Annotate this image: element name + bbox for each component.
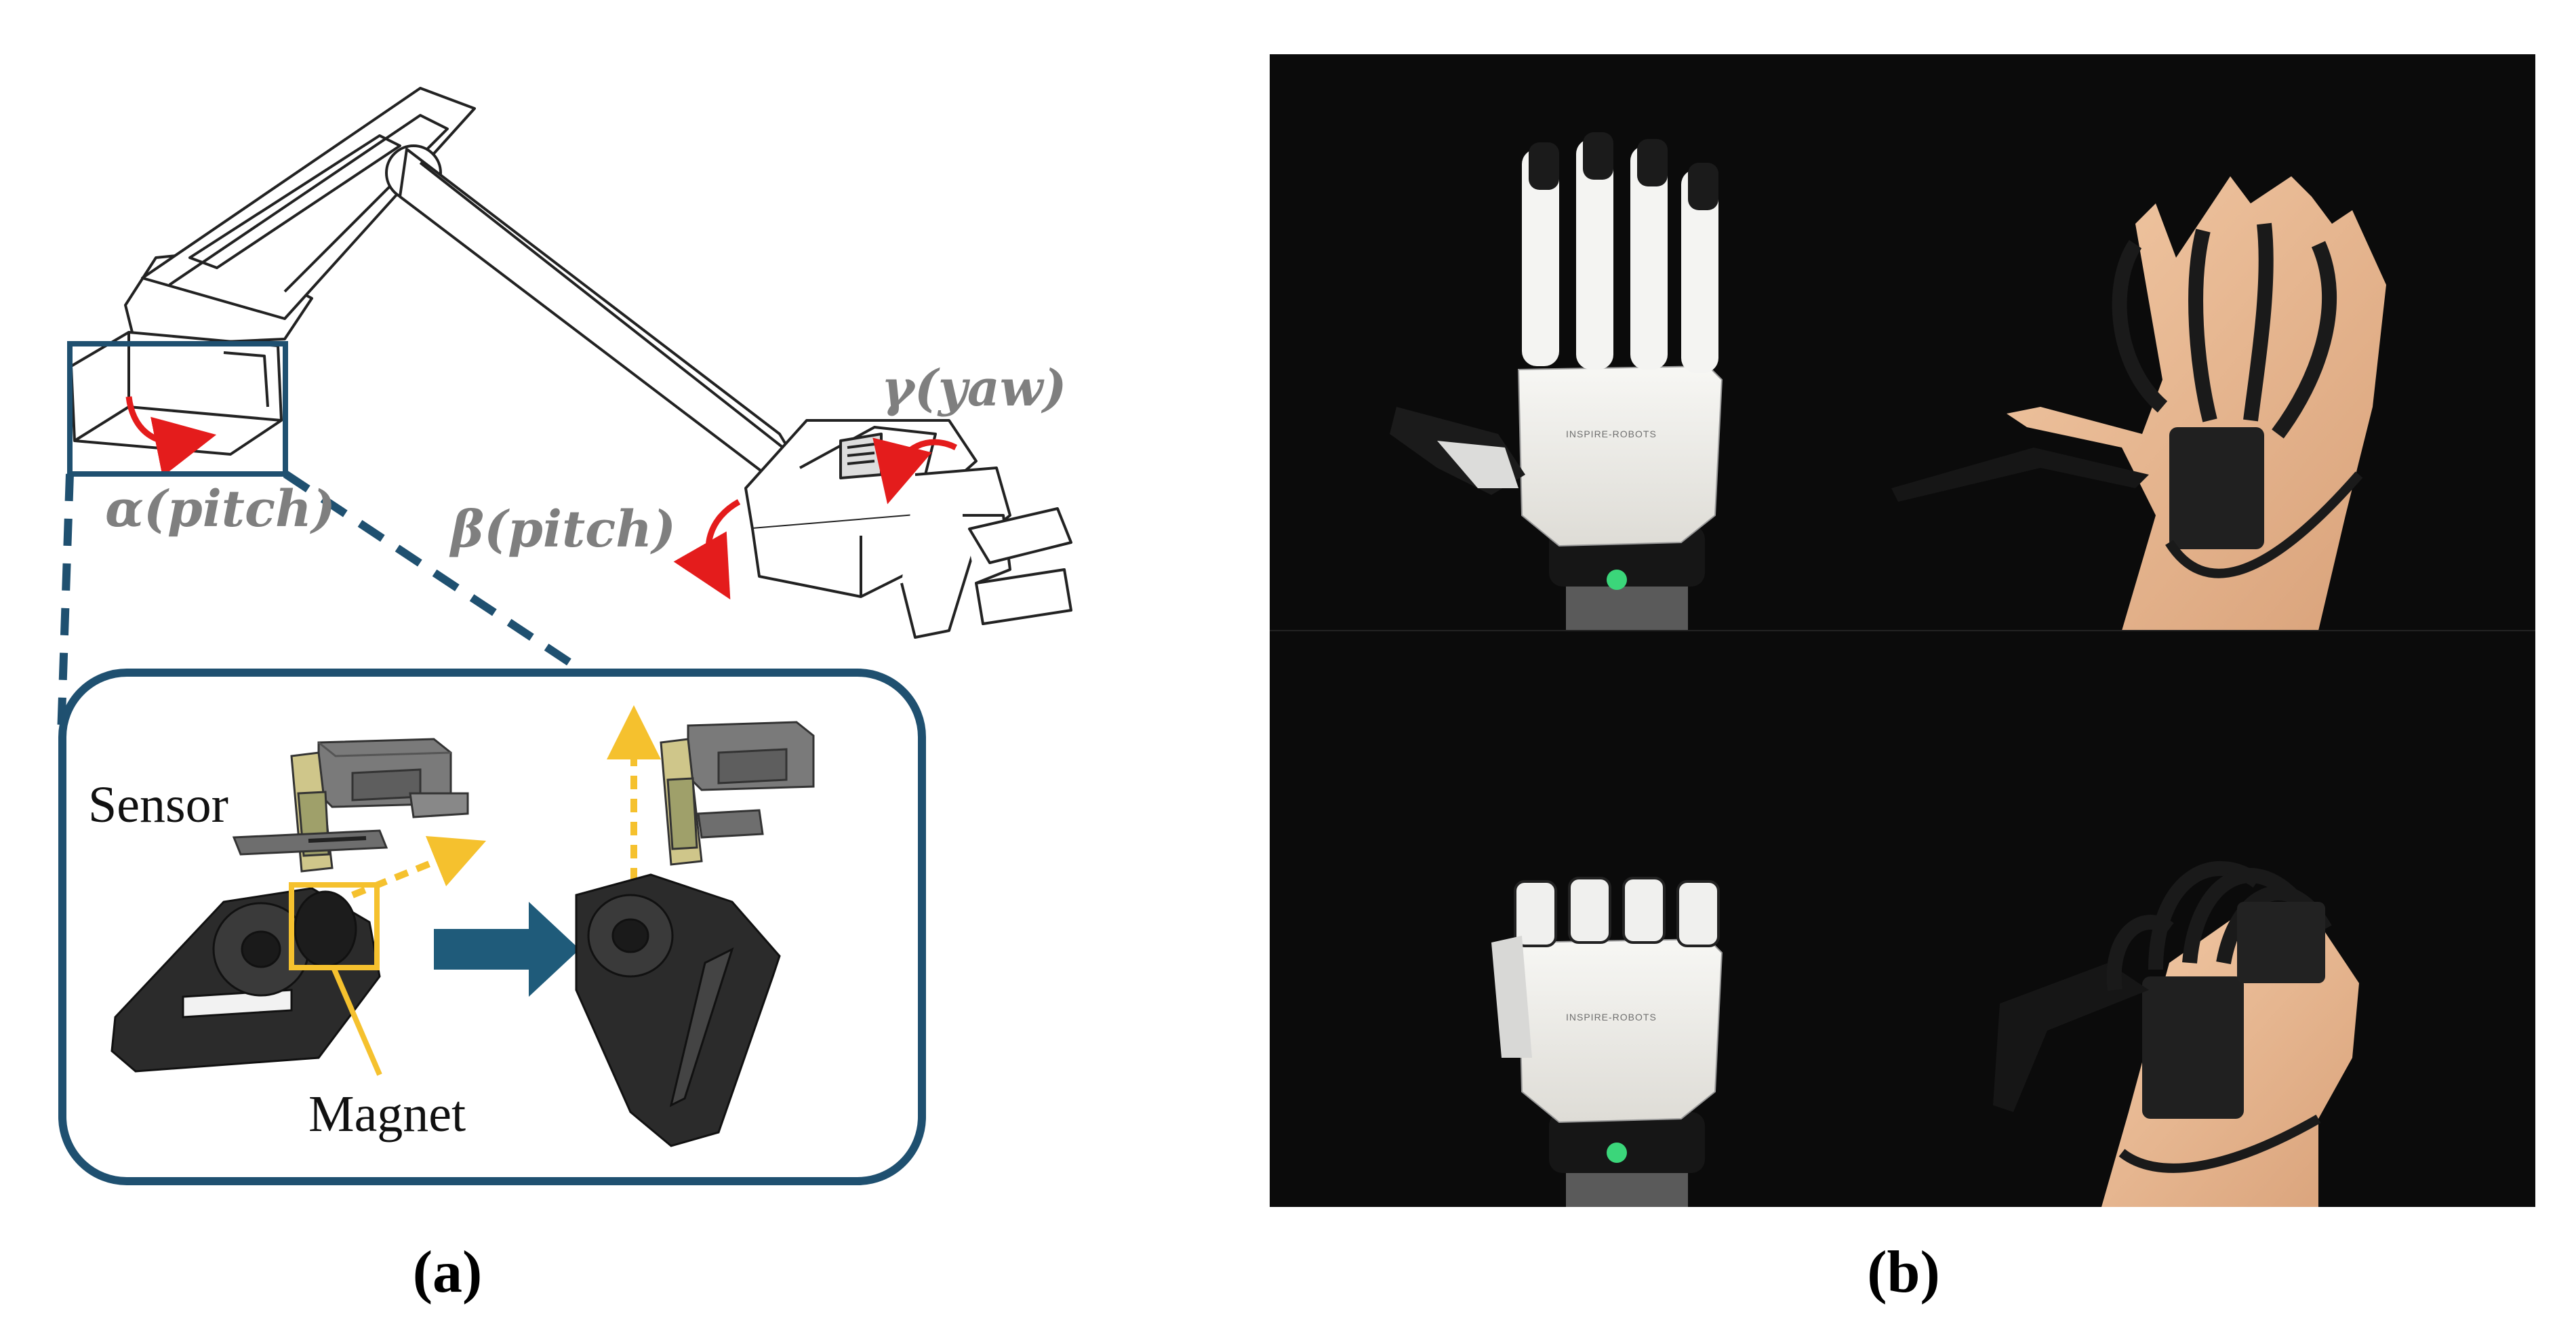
detach-arrow-left xyxy=(351,835,487,898)
zoom-leader-right xyxy=(283,470,586,675)
caption-b: (b) xyxy=(1867,1239,1940,1305)
magnet-housing xyxy=(110,887,381,1073)
beta-label: β(pitch) xyxy=(449,500,676,559)
transition-arrow xyxy=(434,902,580,997)
brand-text-bottom: INSPIRE-ROBOTS xyxy=(1566,1012,1657,1023)
magnet-housing-rotated xyxy=(575,873,781,1147)
zoom-leader-left xyxy=(57,473,74,736)
magnet-pointer-line xyxy=(331,966,382,1076)
sensor-assembly xyxy=(232,738,469,873)
magnet-label: Magnet xyxy=(308,1086,466,1143)
human-hand-exoskeleton-fist xyxy=(1993,861,2359,1207)
brand-text-top: INSPIRE-ROBOTS xyxy=(1566,429,1657,439)
robot-hand-open: INSPIRE-ROBOTS xyxy=(1390,132,1723,631)
sensor-label: Sensor xyxy=(88,776,228,833)
human-hand-exoskeleton-open xyxy=(1891,176,2386,631)
sensor-assembly-lifted xyxy=(660,721,815,866)
gamma-label: γ(yaw) xyxy=(881,359,1067,418)
photo-top: INSPIRE-ROBOTS xyxy=(1270,54,2535,631)
photo-bottom: INSPIRE-ROBOTS xyxy=(1270,630,2535,1207)
gamma-rotation-arrow xyxy=(872,437,958,504)
alpha-label: α(pitch) xyxy=(105,480,336,538)
caption-a: (a) xyxy=(413,1239,483,1305)
robot-hand-fist: INSPIRE-ROBOTS xyxy=(1491,877,1723,1207)
beta-rotation-arrow xyxy=(673,499,741,600)
alpha-highlight-box xyxy=(67,341,288,477)
alpha-rotation-arrow xyxy=(125,396,217,477)
